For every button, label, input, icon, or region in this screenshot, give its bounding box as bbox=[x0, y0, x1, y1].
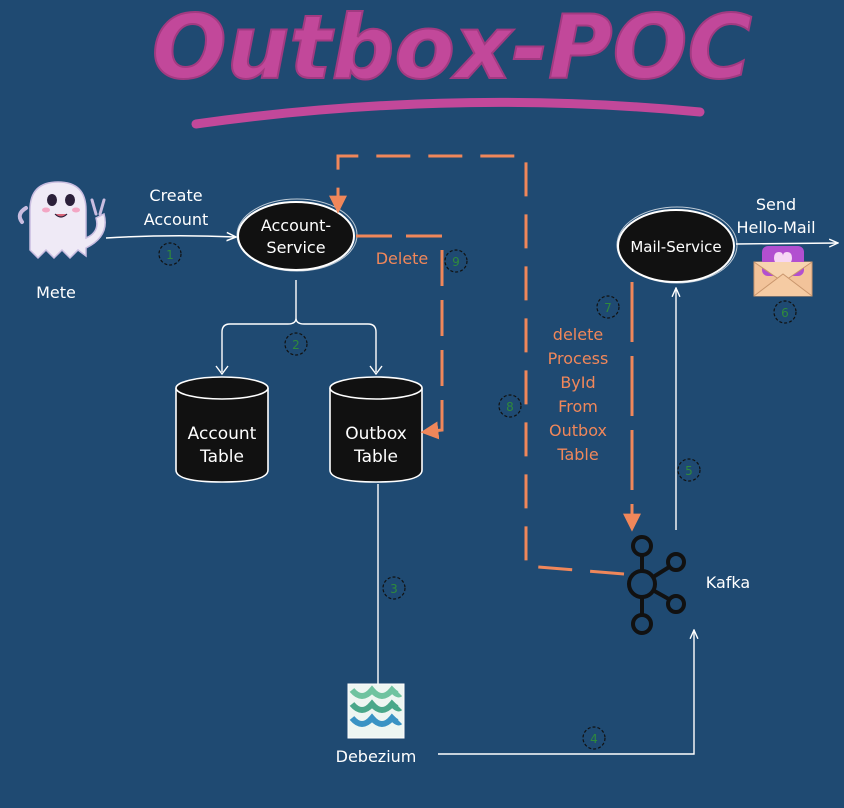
svg-text:8: 8 bbox=[506, 400, 514, 414]
svg-text:9: 9 bbox=[452, 255, 460, 269]
outbox-table-node bbox=[329, 376, 423, 483]
account-service-label-line1: Account- bbox=[261, 216, 331, 235]
step-badge-6: 6 bbox=[773, 300, 797, 324]
create-account-label-line2: Account bbox=[144, 210, 209, 229]
step-badge-3: 3 bbox=[382, 576, 406, 600]
actor-label: Mete bbox=[36, 283, 76, 302]
svg-text:5: 5 bbox=[685, 464, 693, 478]
create-account-label-line1: Create bbox=[149, 186, 202, 205]
delete-process-label-line5: Outbox bbox=[549, 421, 607, 440]
svg-text:7: 7 bbox=[604, 301, 612, 315]
delete-process-label-line2: Process bbox=[548, 349, 609, 368]
delete-process-label-line6: Table bbox=[556, 445, 598, 464]
ghost-icon bbox=[17, 181, 106, 260]
step-badge-9: 9 bbox=[444, 249, 468, 273]
send-mail-arrow bbox=[735, 243, 838, 244]
delete-process-label-line4: From bbox=[558, 397, 598, 416]
delete-arrow bbox=[356, 234, 444, 440]
step-badge-1: 1 bbox=[158, 242, 182, 266]
account-table-label-line1: Account bbox=[188, 424, 257, 444]
debezium-label: Debezium bbox=[336, 747, 417, 766]
create-account-arrow bbox=[105, 236, 236, 238]
svg-text:2: 2 bbox=[292, 338, 300, 352]
delete-process-label-line1: delete bbox=[553, 325, 603, 344]
svg-text:1: 1 bbox=[166, 248, 174, 262]
account-service-label-line2: Service bbox=[266, 238, 325, 257]
delete-process-label-line3: ById bbox=[560, 373, 595, 392]
open-envelope-heart-icon bbox=[753, 246, 813, 297]
kafka-label: Kafka bbox=[706, 573, 750, 592]
send-mail-label-line2: Hello-Mail bbox=[736, 218, 815, 237]
account-table-label-line2: Table bbox=[199, 447, 244, 467]
svg-text:3: 3 bbox=[390, 582, 398, 596]
svg-text:6: 6 bbox=[781, 306, 789, 320]
diagram-title: Outbox-POC bbox=[152, 0, 752, 99]
delete-label: Delete bbox=[376, 249, 429, 268]
outbox-table-label-line1: Outbox bbox=[345, 424, 407, 444]
mail-service-label: Mail-Service bbox=[630, 238, 721, 256]
account-table-node bbox=[175, 376, 269, 483]
account-service-to-tables-connector bbox=[221, 280, 377, 372]
debezium-logo-icon bbox=[347, 683, 405, 739]
step-badge-2: 2 bbox=[284, 332, 308, 356]
send-mail-label-line1: Send bbox=[756, 195, 796, 214]
step-badge-7: 7 bbox=[596, 295, 620, 319]
svg-text:4: 4 bbox=[590, 732, 598, 746]
mail-service-node bbox=[617, 209, 735, 283]
debezium-to-kafka-arrow bbox=[438, 630, 694, 755]
title-underline bbox=[191, 97, 705, 129]
kafka-logo-icon bbox=[627, 535, 686, 635]
outbox-table-label-line2: Table bbox=[353, 447, 398, 467]
delete-process-loop bbox=[329, 154, 625, 576]
account-service-node bbox=[237, 201, 355, 271]
step-badge-8: 8 bbox=[498, 394, 522, 418]
step-badge-4: 4 bbox=[582, 726, 606, 750]
step-badge-5: 5 bbox=[677, 458, 701, 482]
